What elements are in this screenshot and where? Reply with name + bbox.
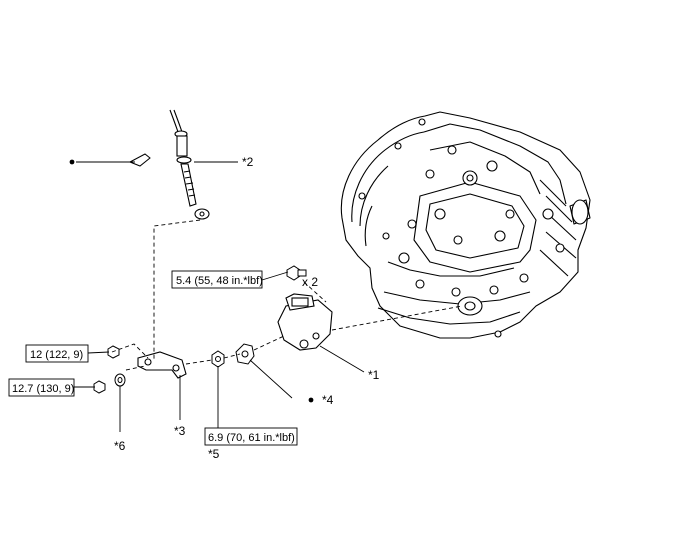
nut-5	[211, 350, 225, 368]
torque-box-4: 6.9 (70, 61 in.*lbf)	[204, 427, 298, 446]
cable-clip	[128, 153, 151, 167]
torque-box-2: 12 (122, 9)	[25, 344, 89, 363]
callout-4: *4	[322, 393, 334, 407]
callout-2: *2	[242, 155, 254, 169]
washer-6	[114, 373, 126, 387]
leader-lines	[74, 161, 365, 432]
alignment-dashes	[111, 219, 463, 371]
torque-spec-nut-5: 6.9 (70, 61 in.*lbf)	[208, 432, 295, 444]
lock-washer-4	[235, 343, 255, 365]
new-part-marker-clip	[69, 159, 75, 165]
transaxle-illustration	[340, 111, 591, 339]
torque-spec-switch-bolt: 5.4 (55, 48 in.*lbf)	[176, 275, 263, 287]
torque-box-3: 12.7 (130, 9)	[8, 378, 75, 397]
quantity-label: x 2	[302, 275, 318, 289]
nut-12	[107, 345, 120, 359]
park-neutral-switch	[277, 293, 333, 351]
callout-5: *5	[208, 447, 220, 461]
nut-12-7	[93, 380, 106, 394]
torque-spec-nut-12: 12 (122, 9)	[30, 349, 83, 361]
callout-6: *6	[114, 439, 126, 453]
shift-cable	[169, 109, 210, 220]
new-part-marker-washer	[308, 397, 314, 403]
bolt-switch	[286, 265, 307, 281]
torque-box-1: 5.4 (55, 48 in.*lbf)	[171, 270, 263, 289]
callout-1: *1	[368, 368, 380, 382]
callout-3: *3	[174, 424, 186, 438]
torque-spec-nut-12-7: 12.7 (130, 9)	[12, 383, 74, 395]
control-lever-3	[137, 351, 187, 379]
